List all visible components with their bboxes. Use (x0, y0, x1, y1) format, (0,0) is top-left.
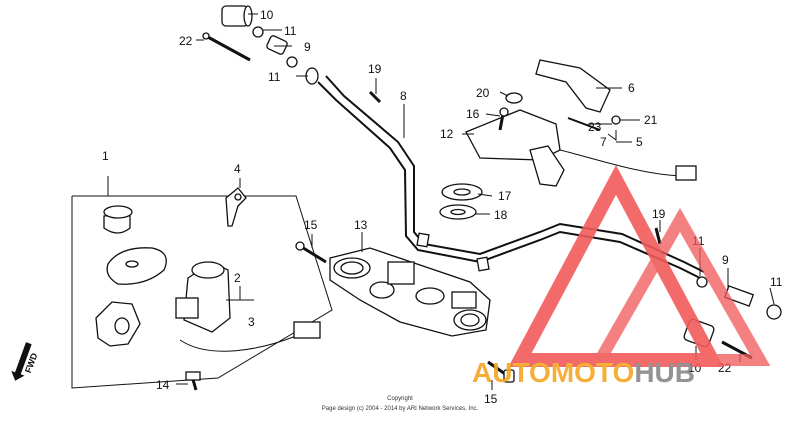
copyright-notice: Page design (c) 2004 - 2014 by ARI Netwo… (322, 406, 479, 412)
pin-19-a (368, 90, 382, 104)
nut-left-a (252, 26, 264, 38)
callout-11-left-a: 11 (284, 24, 297, 38)
callout-9-right: 9 (722, 253, 729, 267)
leader-lines (176, 13, 775, 390)
watermark-text: AUTOMOTOHUB (472, 357, 695, 388)
copyright-title: Copyright (387, 396, 413, 402)
nut-left-b (286, 56, 298, 68)
callout-2: 2 (234, 271, 241, 285)
connector-right (675, 165, 697, 181)
callout-18: 18 (494, 208, 508, 222)
bolt-15-a (295, 241, 305, 251)
knob-20 (505, 92, 523, 104)
key-4 (225, 187, 247, 227)
callout-21: 21 (644, 113, 658, 127)
collar-left (266, 35, 288, 55)
connector-left (293, 321, 321, 339)
callout-4: 4 (234, 162, 241, 176)
callout-19-top: 19 (368, 62, 382, 76)
callout-13: 13 (354, 218, 368, 232)
callout-17: 17 (498, 189, 512, 203)
callout-15-top: 15 (304, 218, 318, 232)
bolt-14 (185, 371, 201, 391)
bolt-15-b (503, 369, 515, 383)
top-bridge (329, 247, 491, 337)
watermark-logo: AUTOMOTOHUB (472, 165, 771, 388)
callout-6: 6 (628, 81, 635, 95)
callout-11-right-b: 11 (770, 275, 783, 289)
cap (103, 205, 133, 234)
callout-5: 5 (636, 135, 643, 149)
screw-left (202, 32, 210, 40)
handlebar (317, 75, 705, 279)
callout-11-left-b: 11 (268, 70, 281, 84)
cover-bracket (535, 59, 611, 113)
callout-9-left: 9 (304, 40, 311, 54)
callout-12: 12 (440, 127, 454, 141)
fwd-indicator: FWD (11, 342, 40, 381)
callout-14: 14 (156, 378, 170, 392)
pin-19-b (654, 227, 662, 245)
callout-19-right: 19 (652, 207, 666, 221)
bolts (295, 90, 662, 383)
callout-16: 16 (466, 107, 480, 121)
left-end-parts (202, 5, 319, 85)
callouts: 10 11 22 9 11 19 8 6 20 16 12 23 21 7 5 … (102, 8, 783, 406)
callout-7: 7 (600, 135, 607, 149)
callout-20: 20 (476, 86, 490, 100)
switch-assembly (465, 59, 697, 187)
callout-22-left: 22 (179, 34, 193, 48)
callout-10-left: 10 (260, 8, 274, 22)
callout-1: 1 (102, 149, 109, 163)
washers (439, 183, 483, 220)
callout-15-bottom: 15 (484, 392, 498, 406)
callout-8: 8 (400, 89, 407, 103)
callout-23: 23 (588, 120, 602, 134)
ignition-group (71, 176, 333, 389)
callout-3: 3 (248, 315, 255, 329)
